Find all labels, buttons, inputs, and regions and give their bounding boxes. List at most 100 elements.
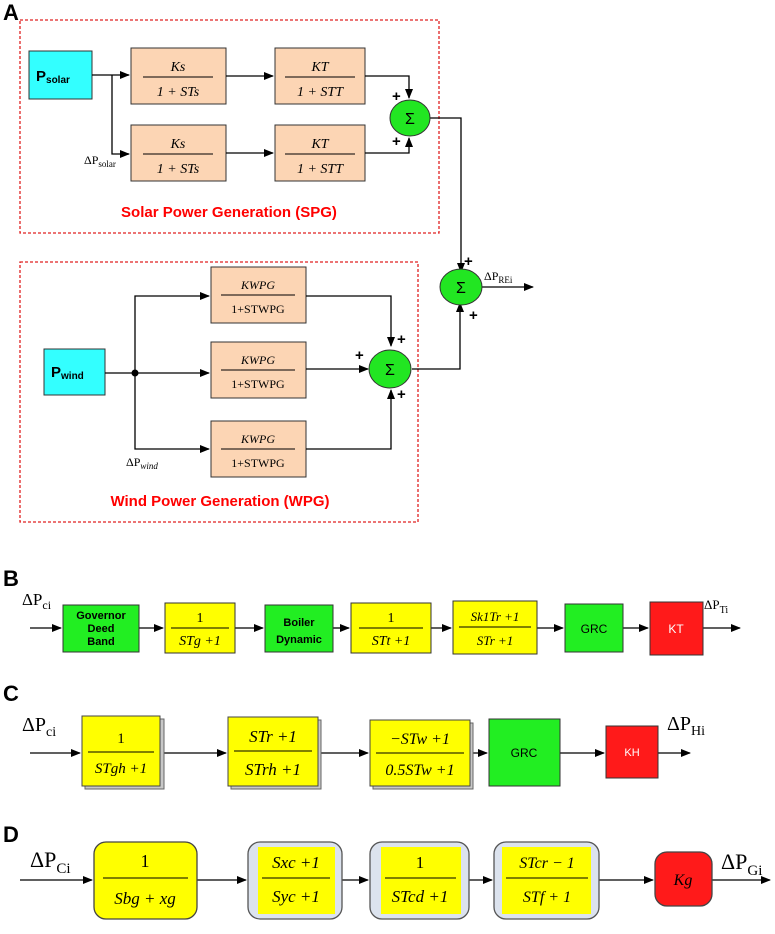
svg-text:+: +: [397, 386, 406, 403]
svg-text:KT: KT: [310, 60, 329, 75]
wpg-tf-middle: KWPG 1+STWPG: [210, 341, 307, 399]
svg-text:Dynamic: Dynamic: [276, 634, 322, 646]
svg-text:1 + STs: 1 + STs: [157, 85, 200, 100]
svg-text:STrh +1: STrh +1: [245, 760, 301, 779]
wpg-input-block: Pwind: [43, 348, 106, 396]
svg-text:STt +1: STt +1: [372, 634, 411, 649]
svg-text:1: 1: [117, 731, 125, 747]
svg-text:STcd +1: STcd +1: [392, 887, 449, 906]
svg-text:1 + STT: 1 + STT: [297, 85, 344, 100]
gas-tf-combustor: STcr − 1 STf + 1: [493, 841, 600, 920]
svg-text:0.5STw +1: 0.5STw +1: [385, 762, 454, 779]
wpg-title: Wind Power Generation (WPG): [110, 493, 329, 510]
thermal-tf-turbine: 1 STt +1: [350, 602, 432, 654]
svg-text:1+STWPG: 1+STWPG: [231, 302, 285, 316]
svg-text:Σ: Σ: [456, 280, 466, 297]
svg-text:KT: KT: [310, 137, 329, 152]
spg-input-sub: solar: [46, 75, 70, 86]
thermal-tf-governor: 1 STg +1: [164, 602, 236, 654]
thermal-boiler-block: Boiler Dynamic: [264, 604, 334, 653]
svg-text:1 + STT: 1 + STT: [297, 162, 344, 177]
spg-tf-kt-bottom: KT 1 + STT: [274, 124, 366, 182]
panel-label-a: A: [3, 0, 19, 25]
hydro-gain-block: KH: [605, 725, 659, 779]
svg-text:KWPG: KWPG: [240, 353, 275, 367]
svg-text:STgh +1: STgh +1: [95, 761, 147, 777]
svg-text:1+STWPG: 1+STWPG: [231, 377, 285, 391]
wpg-tf-bottom: KWPG 1+STWPG: [210, 420, 307, 478]
thermal-tf-reheat: Sk1Tr +1 STr +1: [452, 600, 538, 655]
svg-text:+: +: [469, 307, 478, 324]
svg-text:STg +1: STg +1: [179, 634, 221, 649]
spg-input-block: Psolar: [28, 50, 93, 100]
svg-text:+: +: [392, 133, 401, 150]
gas-output-label: ΔPGi: [721, 849, 762, 879]
svg-text:Ks: Ks: [170, 137, 186, 152]
thermal-output-label: ΔPTi: [704, 597, 728, 616]
spg-tf-ks-bottom: Ks 1 + STs: [130, 124, 227, 182]
spg-frame: [19, 19, 440, 234]
panel-label-d: D: [3, 822, 19, 847]
thermal-governor-block: Governor Deed Band: [62, 604, 140, 653]
spg-tf-kt-top: KT 1 + STT: [274, 47, 366, 105]
svg-text:+: +: [355, 347, 364, 364]
svg-text:Sk1Tr +1: Sk1Tr +1: [471, 609, 520, 624]
thermal-input-label: ΔPci: [22, 590, 52, 612]
svg-text:Band: Band: [87, 636, 115, 648]
thermal-gain-block: KT: [649, 601, 704, 656]
hydro-tf-turbine: STr +1 STrh +1: [227, 716, 322, 790]
gas-gain-block: Kg: [654, 851, 713, 907]
wpg-tf-top: KWPG 1+STWPG: [210, 266, 307, 324]
svg-text:Pwind: Pwind: [51, 364, 84, 382]
gas-tf-fuel-system: Sxc +1 Syc +1: [247, 841, 343, 920]
spg-wires: [92, 71, 465, 273]
gas-tf-compressor: 1 STcd +1: [369, 841, 470, 920]
wpg-summing-junction: Σ + + +: [355, 331, 412, 403]
spg-input-label: P: [36, 68, 46, 85]
svg-text:Σ: Σ: [385, 362, 395, 379]
svg-text:Governor: Governor: [76, 610, 126, 622]
svg-text:1: 1: [388, 611, 395, 626]
svg-text:1+STWPG: 1+STWPG: [231, 456, 285, 470]
svg-text:Deed: Deed: [88, 623, 115, 635]
panel-label-c: C: [3, 681, 19, 706]
svg-text:STf + 1: STf + 1: [523, 889, 571, 906]
svg-text:KWPG: KWPG: [240, 432, 275, 446]
wpg-frame: [19, 261, 419, 523]
panel-label-b: B: [3, 566, 19, 591]
svg-text:+: +: [392, 88, 401, 105]
wpg-branch-node: [131, 369, 139, 377]
wpg-delta-label: ΔPwind: [126, 455, 158, 471]
svg-text:Syc +1: Syc +1: [272, 887, 320, 906]
svg-text:Psolar: Psolar: [36, 68, 70, 86]
svg-text:Sxc +1: Sxc +1: [272, 853, 320, 872]
svg-text:STcr − 1: STcr − 1: [519, 855, 575, 872]
spg-title: Solar Power Generation (SPG): [121, 204, 337, 221]
svg-text:1 + STs: 1 + STs: [157, 162, 200, 177]
svg-text:+: +: [464, 253, 473, 270]
svg-text:1: 1: [197, 611, 204, 626]
hydro-input-label: ΔPci: [22, 714, 56, 740]
svg-text:Sbg + xg: Sbg + xg: [114, 889, 176, 908]
svg-text:KWPG: KWPG: [240, 278, 275, 292]
svg-text:Boiler: Boiler: [283, 617, 315, 629]
gas-input-label: ΔPCi: [30, 847, 71, 877]
hydro-tf-governor: 1 STgh +1: [81, 715, 165, 790]
re-output-label: ΔPREi: [484, 269, 513, 285]
svg-text:Kg: Kg: [673, 872, 693, 889]
svg-text:GRC: GRC: [581, 622, 608, 636]
svg-text:Ks: Ks: [170, 60, 186, 75]
spg-delta-label: ΔPsolar: [84, 153, 116, 169]
svg-text:−STw +1: −STw +1: [390, 731, 450, 748]
hydro-tf-penstock: −STw +1 0.5STw +1: [369, 719, 474, 790]
hydro-grc-block: GRC: [488, 718, 561, 787]
svg-text:STr +1: STr +1: [477, 633, 514, 648]
svg-text:1: 1: [416, 853, 425, 872]
hydro-output-label: ΔPHi: [667, 713, 705, 739]
re-summing-junction: Σ + +: [439, 253, 483, 324]
spg-summing-junction: Σ + +: [389, 88, 431, 150]
svg-text:GRC: GRC: [511, 746, 538, 760]
svg-text:STr +1: STr +1: [249, 727, 297, 746]
svg-text:1: 1: [141, 851, 150, 871]
svg-text:KT: KT: [668, 622, 684, 636]
